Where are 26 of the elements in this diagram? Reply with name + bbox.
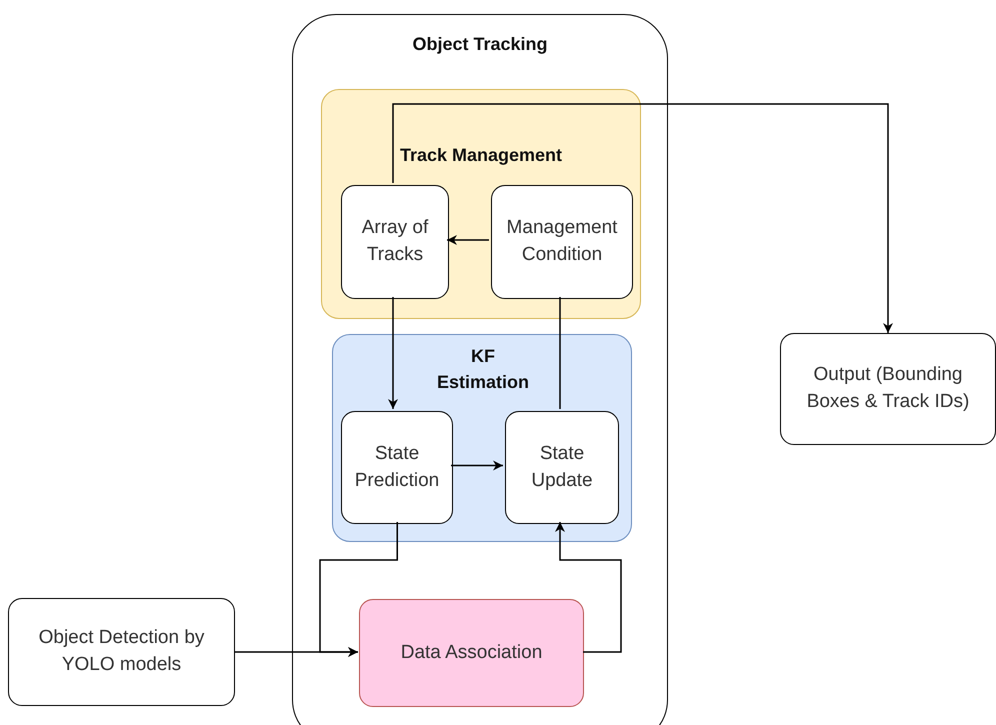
node-label: Management Condition xyxy=(506,216,618,267)
node-label: State Update xyxy=(530,442,594,492)
group-title: KF Estimation xyxy=(436,345,530,394)
arrow xyxy=(388,297,398,409)
group-container xyxy=(292,14,668,725)
arrow xyxy=(319,522,398,657)
group-title: Object Tracking xyxy=(411,33,549,56)
arrow xyxy=(447,235,489,245)
node-label: Output (Bounding Boxes & Track IDs) xyxy=(806,363,970,414)
arrow xyxy=(555,522,622,653)
arrow xyxy=(392,103,893,333)
process-box xyxy=(505,411,619,524)
process-box xyxy=(341,411,453,524)
group-container xyxy=(332,334,632,542)
node-label: State Prediction xyxy=(354,442,440,492)
node-label: Object Detection by YOLO models xyxy=(38,626,206,677)
node-label: Array of Tracks xyxy=(360,216,430,267)
group-title: Track Management xyxy=(398,144,564,167)
process-box xyxy=(359,599,584,707)
process-box xyxy=(8,598,235,706)
group-container xyxy=(321,89,641,319)
arrow xyxy=(451,460,503,470)
process-box xyxy=(341,185,449,299)
process-box xyxy=(491,185,633,299)
process-box xyxy=(780,333,996,445)
node-label: Data Association xyxy=(400,640,544,665)
